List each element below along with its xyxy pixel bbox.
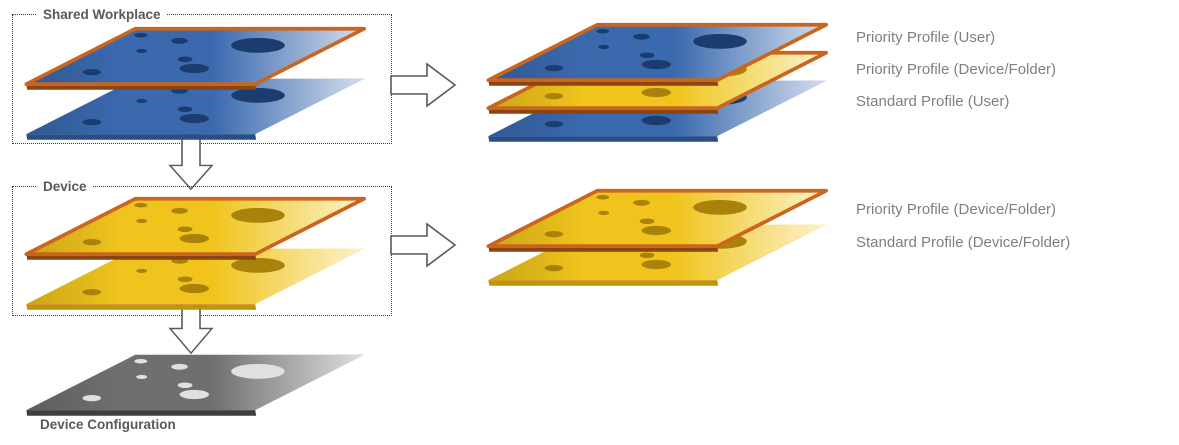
shared-priority-layer [26,28,365,90]
label-priority-profile-device-folder-top: Priority Profile (Device/Folder) [856,61,1057,78]
label-standard-profile-user: Standard Profile (User) [856,93,1010,110]
shared-workplace-box: Shared Workplace [12,6,392,144]
label-standard-profile-device-folder: Standard Profile (Device/Folder) [856,234,1071,251]
merged-priority-profile-user-layer [488,24,827,86]
device-title: Device [37,178,93,195]
device-priority-layer [26,198,365,260]
label-priority-profile-device-folder: Priority Profile (Device/Folder) [856,201,1057,218]
device-configuration-layer [26,354,365,416]
block-arrow-right-icon [390,223,456,267]
label-priority-profile-user: Priority Profile (User) [856,29,996,46]
merged-priority-profile-device-folder-layer [488,190,827,252]
shared-workplace-title: Shared Workplace [37,6,167,23]
block-arrow-right-icon [390,63,456,107]
device-configuration-title: Device Configuration [40,417,176,432]
